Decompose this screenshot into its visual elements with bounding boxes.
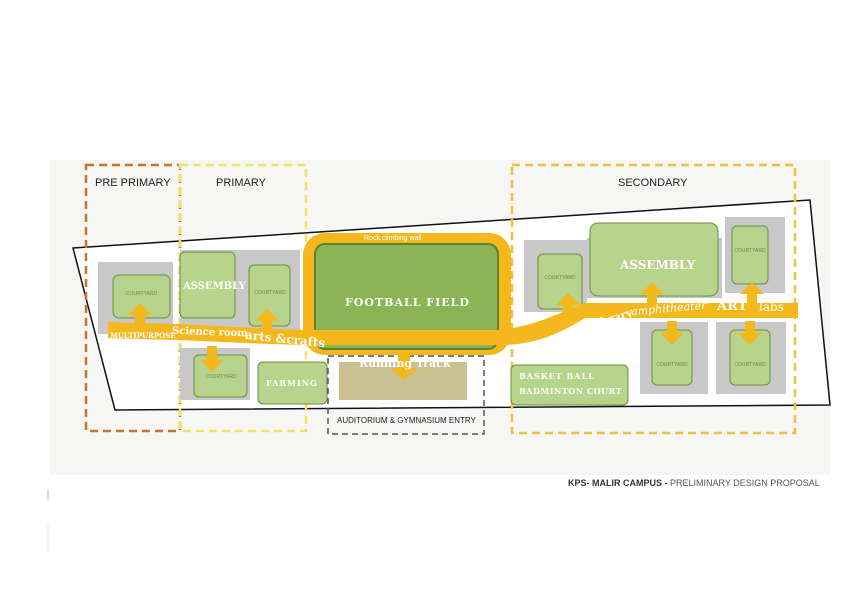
- primary-label: PRIMARY: [216, 177, 266, 189]
- arrow-up-primary: [255, 309, 279, 329]
- multipurpose-label: MULTIPURPOSE: [110, 331, 176, 340]
- assembly-primary-box: [179, 251, 236, 319]
- arrows: [128, 282, 764, 380]
- badminton-label: BADMINTON COURT: [519, 386, 623, 396]
- courtyard-secondary-bottom-mid-label: COURTYARD: [656, 362, 688, 368]
- courtyard-primary-top-label: COURTYARD: [254, 290, 286, 296]
- secondary-zone: [510, 163, 797, 435]
- assembly-secondary-label: ASSEMBLY: [620, 258, 696, 272]
- football-field-box: [314, 243, 499, 350]
- arrow-up-assembly: [640, 282, 664, 304]
- farming-box: [257, 361, 328, 405]
- arrow-down-track: [390, 354, 418, 380]
- arrow-down-primary: [200, 346, 224, 372]
- arrow-up-pre-primary: [128, 303, 152, 325]
- arrow-down-secondary-right: [738, 321, 762, 345]
- secondary-label: SECONDARY: [618, 177, 688, 189]
- auditorium-zone: [327, 355, 485, 435]
- courtyard-pre-primary-label: COURTYARD: [125, 291, 158, 297]
- pre-primary-label: PRE PRIMARY: [95, 177, 171, 189]
- rock-climbing-wall-label: Rock climbing wall: [364, 235, 422, 242]
- arrow-down-secondary-mid: [660, 321, 684, 345]
- football-field-label: FOOTBALL FIELD: [345, 296, 470, 309]
- courtyard-secondary-top-right: [731, 225, 769, 285]
- arrow-up-secondary-right: [740, 282, 764, 304]
- circulation-path: [108, 303, 798, 345]
- labs-label: labs: [759, 300, 784, 314]
- courtyard-secondary-top-right-label: COURTYARD: [734, 248, 766, 254]
- footer-campus: KPS- MALIR CAMPUS -: [568, 478, 668, 488]
- farming-label: FARMING: [266, 378, 318, 388]
- courtyard-secondary-bottom-right-label: COURTYARD: [734, 362, 766, 368]
- basketball-label: BASKET BALL: [519, 371, 595, 381]
- footer-title: KPS- MALIR CAMPUS - PRELIMINARY DESIGN P…: [568, 478, 820, 488]
- courtyard-primary-bottom-label: COURTYARD: [205, 374, 237, 380]
- assembly-primary-label: ASSEMBLY: [183, 281, 246, 292]
- courtyard-secondary-left-label: COURTYARD: [544, 275, 576, 281]
- auditorium-gym-label: AUDITORIUM & GYMNASIUM ENTRY: [337, 416, 476, 425]
- arrow-up-secondary-left: [556, 293, 580, 315]
- footer-proposal: PRELIMINARY DESIGN PROPOSAL: [670, 478, 820, 488]
- basketball-box: [510, 364, 629, 406]
- art-label: ART: [717, 299, 748, 314]
- courtyard-secondary-left: [537, 253, 583, 310]
- running-track-label: Running Track: [359, 357, 451, 370]
